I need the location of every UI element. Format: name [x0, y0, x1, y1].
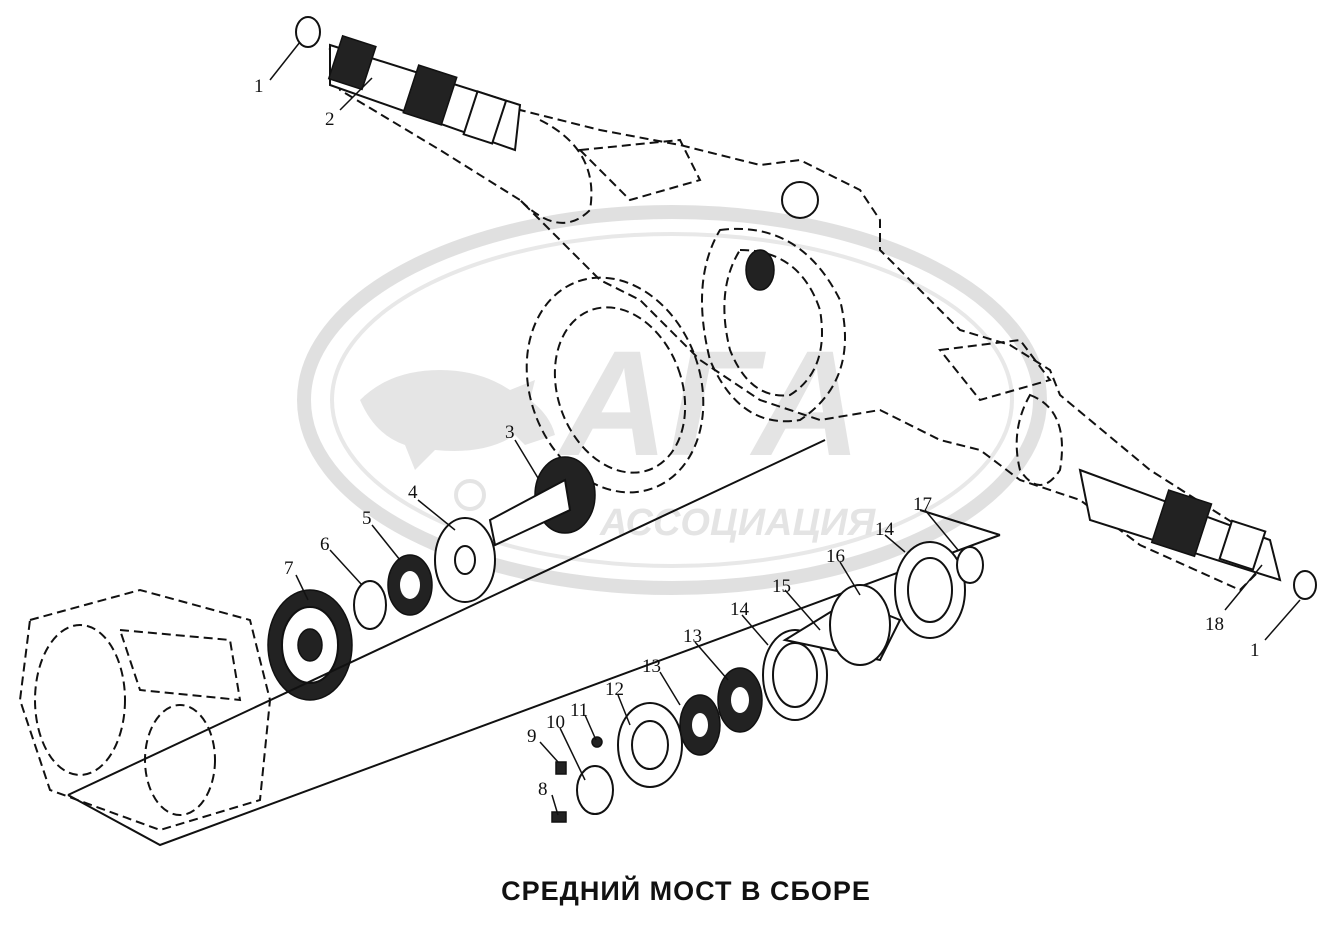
callout-14-upper: 14: [875, 519, 895, 540]
callout-18: 18: [1205, 614, 1224, 635]
callout-3: 3: [505, 422, 515, 443]
gear-7: [267, 589, 353, 701]
washer-left: [295, 16, 321, 48]
assembly-guide-lines: [67, 439, 1001, 847]
callout-7: 7: [284, 558, 294, 579]
callout-11: 11: [570, 700, 588, 721]
washer-right: [1293, 570, 1317, 600]
callout-17: 17: [913, 494, 932, 515]
callout-4: 4: [408, 482, 418, 503]
callout-2: 2: [325, 109, 335, 130]
boar-emblem-icon: [360, 370, 555, 470]
callout-10: 10: [546, 712, 565, 733]
callout-15: 15: [772, 576, 791, 597]
callout-12: 12: [605, 679, 624, 700]
output-shaft-parts: [551, 541, 984, 823]
axle-housing: [328, 48, 1272, 592]
callout-13-lower: 13: [642, 656, 661, 677]
callout-13-upper: 13: [683, 626, 702, 647]
callout-labels: 1 2 3 4 5 6 7 8 9 10 11 12 13 13 14 14 1…: [254, 76, 1260, 800]
diagram-title: СРЕДНИЙ МОСТ В СБОРЕ: [501, 876, 871, 906]
left-half-shaft: [327, 34, 522, 152]
watermark-subtitle: АССОЦИАЦИЯ: [599, 502, 877, 544]
transfer-case-housing: [18, 588, 272, 832]
watermark: АГА АССОЦИАЦИЯ: [297, 205, 1047, 595]
callout-5: 5: [362, 508, 372, 529]
snap-ring-6: [353, 580, 387, 630]
callout-8: 8: [538, 779, 548, 800]
callout-16: 16: [826, 546, 845, 567]
callout-1: 1: [254, 76, 264, 97]
differential-cover: [525, 276, 705, 494]
pinion-gear: [488, 456, 596, 547]
callout-6: 6: [320, 534, 330, 555]
callout-14-lower: 14: [730, 599, 750, 620]
callout-9: 9: [527, 726, 537, 747]
callout-leaders: [269, 41, 1301, 816]
callout-1-right: 1: [1250, 640, 1260, 661]
right-half-shaft: [1078, 468, 1282, 582]
watermark-logo: АГА: [556, 319, 861, 487]
gear-emblem-icon: [454, 479, 486, 511]
